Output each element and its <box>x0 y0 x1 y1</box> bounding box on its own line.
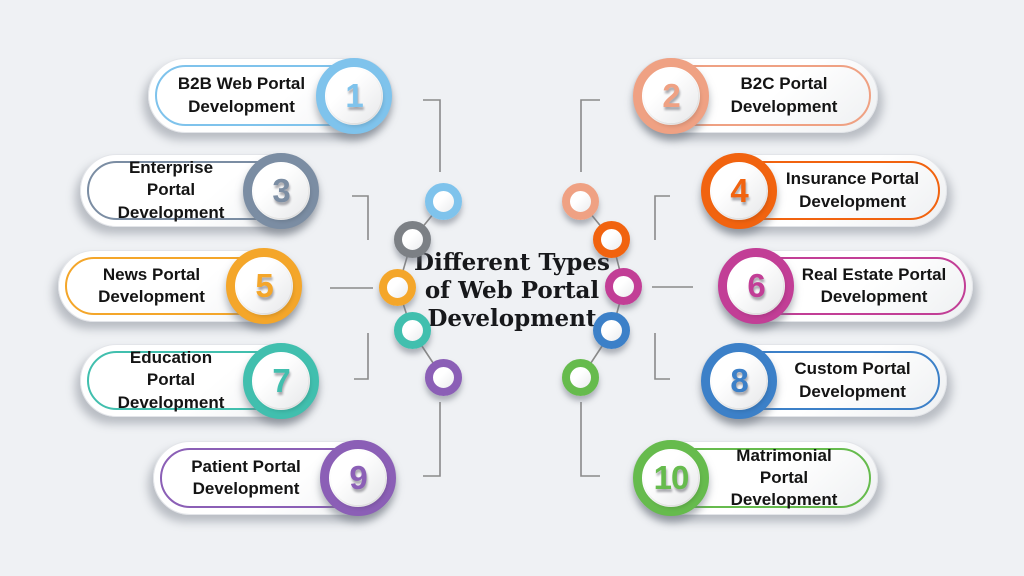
item-number: 2 <box>644 68 698 123</box>
portal-item-2: B2C Portal Development 2 <box>632 57 878 134</box>
portal-item-7: Education Portal Development 7 <box>80 342 320 419</box>
portal-item-9: Patient Portal Development 9 <box>153 440 397 516</box>
item-number: 10 <box>644 451 698 505</box>
item-number: 6 <box>729 259 783 313</box>
item-number: 5 <box>237 259 291 313</box>
item-number-badge: 3 <box>243 152 319 229</box>
item-number: 7 <box>254 353 308 408</box>
item-number-badge: 9 <box>320 440 396 516</box>
chain-node-9 <box>425 359 462 396</box>
chain-node-5 <box>379 269 416 306</box>
portal-item-6: Real Estate Portal Development 6 <box>717 248 973 324</box>
elbow-item-3 <box>352 195 369 240</box>
elbow-item-2 <box>580 99 600 172</box>
chain-node-6 <box>605 268 642 305</box>
portal-item-1: B2B Web Portal Development 1 <box>148 57 393 134</box>
elbow-item-4 <box>654 195 670 240</box>
elbow-item-10 <box>580 402 600 477</box>
chain-node-2 <box>562 183 599 220</box>
item-title: Enterprise Portal Development <box>117 158 225 222</box>
portal-item-5: News Portal Development 5 <box>58 248 303 324</box>
portal-item-10: Matrimonial Portal Development 10 <box>632 440 878 516</box>
item-title: B2B Web Portal Development <box>177 74 306 116</box>
elbow-item-7 <box>354 333 369 380</box>
chain-node-10 <box>562 359 599 396</box>
portal-item-4: Insurance Portal Development 4 <box>700 152 947 229</box>
item-number-badge: 7 <box>243 342 319 419</box>
item-number-badge: 1 <box>316 57 392 134</box>
item-number-badge: 8 <box>701 342 777 419</box>
chain-node-1 <box>425 183 462 220</box>
item-number: 3 <box>254 163 308 218</box>
item-number-badge: 4 <box>701 152 777 229</box>
item-title: B2C Portal Development <box>730 74 838 116</box>
elbow-item-1 <box>423 99 441 172</box>
infographic-title: Different Types of Web Portal Developmen… <box>402 249 622 333</box>
item-title: Education Portal Development <box>117 348 225 412</box>
item-number-badge: 6 <box>718 248 794 324</box>
item-title: Patient Portal Development <box>191 456 301 498</box>
chain-node-7 <box>394 312 431 349</box>
item-number: 9 <box>331 451 385 505</box>
item-title: News Portal Development <box>98 264 205 306</box>
item-title: Insurance Portal Development <box>785 169 920 211</box>
elbow-item-9 <box>423 402 441 477</box>
item-number-badge: 2 <box>633 57 709 134</box>
item-number-badge: 10 <box>633 440 709 516</box>
item-number-badge: 5 <box>226 248 302 324</box>
title-line-3: Development <box>427 305 597 332</box>
item-title: Custom Portal Development <box>794 359 911 401</box>
portal-item-8: Custom Portal Development 8 <box>700 342 947 419</box>
title-line-1: Different Types <box>414 249 610 276</box>
item-number: 8 <box>712 353 766 408</box>
chain-node-4 <box>593 221 630 258</box>
item-number: 1 <box>327 68 381 123</box>
chain-node-8 <box>593 312 630 349</box>
chain-node-3 <box>394 221 431 258</box>
portal-item-3: Enterprise Portal Development 3 <box>80 152 320 229</box>
item-number: 4 <box>712 163 766 218</box>
title-line-2: of Web Portal <box>424 277 600 304</box>
item-title: Matrimonial Portal Development <box>730 445 838 510</box>
elbow-item-8 <box>654 333 670 380</box>
item-title: Real Estate Portal Development <box>801 264 947 306</box>
